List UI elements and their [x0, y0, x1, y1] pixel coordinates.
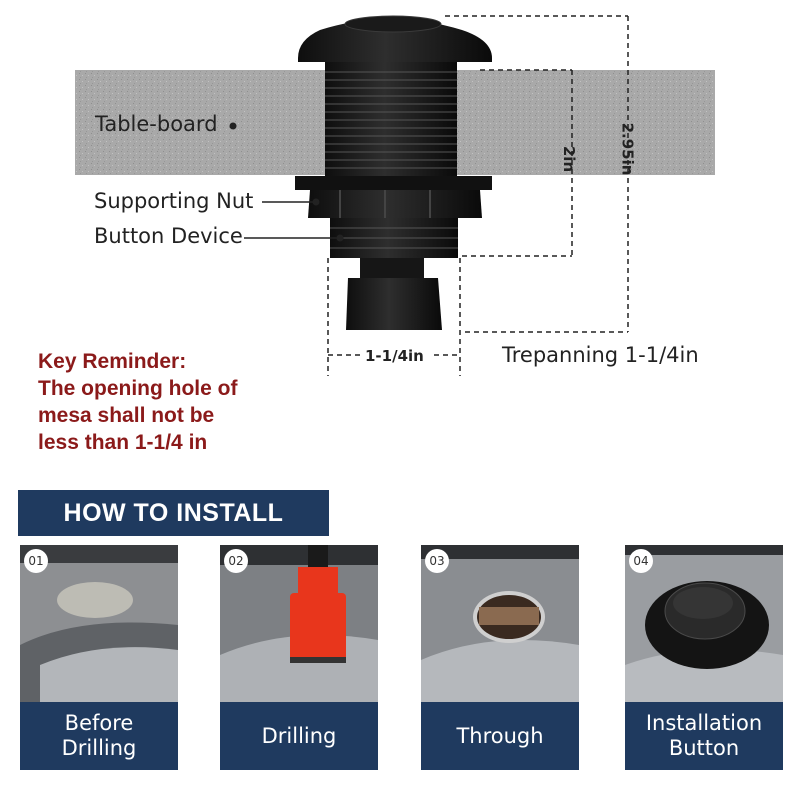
step-2-number: 02 — [224, 549, 248, 573]
install-step-3: 03 Through — [421, 545, 579, 770]
key-reminder-line2: The opening hole of — [38, 377, 238, 400]
step-2-photo — [220, 545, 378, 702]
step-1-caption-line1: Before — [64, 711, 134, 735]
step-4-number: 04 — [629, 549, 653, 573]
table-board-dot — [229, 122, 237, 130]
how-to-install-banner: HOW TO INSTALL — [18, 490, 329, 536]
step-4-photo — [625, 545, 783, 702]
step-4-caption-line2: Button — [668, 736, 740, 760]
supporting-nut — [295, 176, 492, 190]
step-3-caption-line1: Through — [456, 723, 544, 748]
trepanning-label: Trepanning 1-1/4in — [502, 343, 699, 367]
supporting-nut-dot — [312, 198, 320, 206]
dimension-lines — [327, 15, 629, 376]
key-reminder-line4: less than 1-1/4 in — [38, 431, 208, 454]
step-4-caption-line1: Installation — [645, 711, 763, 735]
button-diagram — [75, 15, 715, 376]
button-device-label: Button Device — [94, 224, 243, 248]
key-reminder-line3: mesa shall not be — [38, 404, 215, 427]
dimension-295in: 2.95in — [618, 122, 637, 176]
step-3-number: 03 — [425, 549, 449, 573]
step-1-caption-line2: Drilling — [61, 736, 137, 760]
supporting-nut-label: Supporting Nut — [94, 189, 254, 213]
key-reminder-line1: Key Reminder: — [38, 350, 187, 373]
thread-lines — [325, 71, 457, 169]
dimension-2in: 2in — [560, 145, 579, 173]
step-2-caption-line1: Drilling — [261, 723, 337, 748]
step-3-caption: Through — [421, 702, 579, 770]
step-1-photo — [20, 545, 178, 702]
install-step-2: 02 Drilling — [220, 545, 378, 770]
step-3-photo — [421, 545, 579, 702]
dimension-width: 1-1/4in — [365, 347, 424, 365]
button-cap — [298, 19, 492, 62]
air-fitting — [346, 278, 442, 330]
step-1-number: 01 — [24, 549, 48, 573]
step-2-caption: Drilling — [220, 702, 378, 770]
table-board-label: Table-board — [95, 112, 218, 136]
leader-lines — [244, 201, 338, 239]
button-device-dot — [336, 234, 344, 242]
key-reminder: Key Reminder: The opening hole of mesa s… — [38, 348, 237, 456]
